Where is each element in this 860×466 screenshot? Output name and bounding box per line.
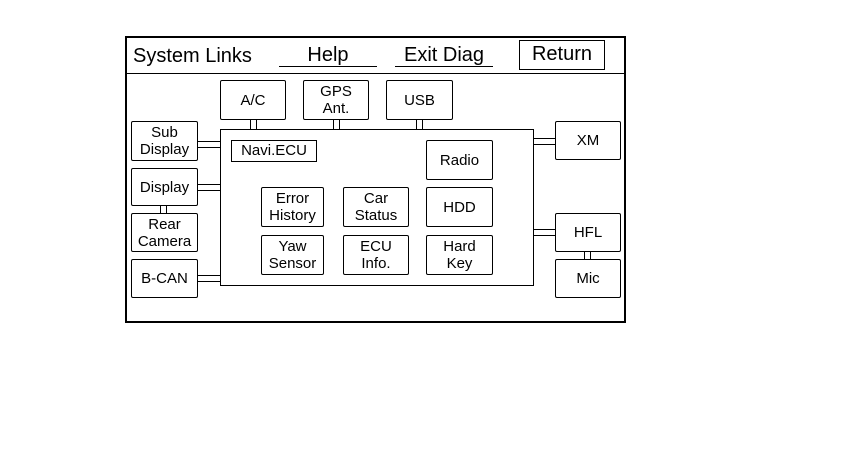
gps-connector-a: [333, 120, 334, 129]
display-button[interactable]: Display: [131, 168, 198, 206]
xm-button[interactable]: XM: [555, 121, 621, 160]
mic-connector-a: [584, 252, 585, 259]
gps-connector-b: [339, 120, 340, 129]
ac-button[interactable]: A/C: [220, 80, 286, 120]
hard-key-button[interactable]: Hard Key: [426, 235, 493, 275]
rear-camera-button[interactable]: Rear Camera: [131, 213, 198, 252]
ecu-info-button[interactable]: ECU Info.: [343, 235, 409, 275]
sub-display-connector-b: [198, 147, 220, 148]
ac-connector-a: [250, 120, 251, 129]
exit-diag-button[interactable]: Exit Diag: [403, 44, 485, 66]
car-status-button[interactable]: Car Status: [343, 187, 409, 227]
screen-frame: [125, 36, 626, 323]
exit-diag-underline: [395, 66, 493, 67]
yaw-sensor-button[interactable]: Yaw Sensor: [261, 235, 324, 275]
sub-display-button[interactable]: Sub Display: [131, 121, 198, 161]
navi-ecu-label: Navi.ECU: [231, 140, 317, 162]
hfl-button[interactable]: HFL: [555, 213, 621, 252]
error-history-button[interactable]: Error History: [261, 187, 324, 227]
help-underline: [279, 66, 377, 67]
xm-connector-a: [534, 138, 555, 139]
b-can-button[interactable]: B-CAN: [131, 259, 198, 298]
mic-connector-b: [590, 252, 591, 259]
hfl-connector-b: [534, 235, 555, 236]
sub-display-connector-a: [198, 141, 220, 142]
display-connector-a: [198, 184, 220, 185]
rear-camera-connector-a: [160, 206, 161, 213]
usb-connector-b: [422, 120, 423, 129]
hfl-connector-a: [534, 229, 555, 230]
usb-connector-a: [416, 120, 417, 129]
ac-connector-b: [256, 120, 257, 129]
gps-ant-button[interactable]: GPS Ant.: [303, 80, 369, 120]
display-connector-b: [198, 190, 220, 191]
xm-connector-b: [534, 144, 555, 145]
b-can-connector-b: [198, 281, 220, 282]
help-button[interactable]: Help: [307, 44, 349, 66]
rear-camera-connector-b: [166, 206, 167, 213]
return-button[interactable]: Return: [519, 40, 605, 70]
page-title: System Links: [133, 45, 252, 67]
radio-button[interactable]: Radio: [426, 140, 493, 180]
hdd-button[interactable]: HDD: [426, 187, 493, 227]
mic-button[interactable]: Mic: [555, 259, 621, 298]
header-divider: [127, 73, 626, 74]
navi-ecu-frame: [220, 129, 534, 286]
usb-button[interactable]: USB: [386, 80, 453, 120]
b-can-connector-a: [198, 275, 220, 276]
